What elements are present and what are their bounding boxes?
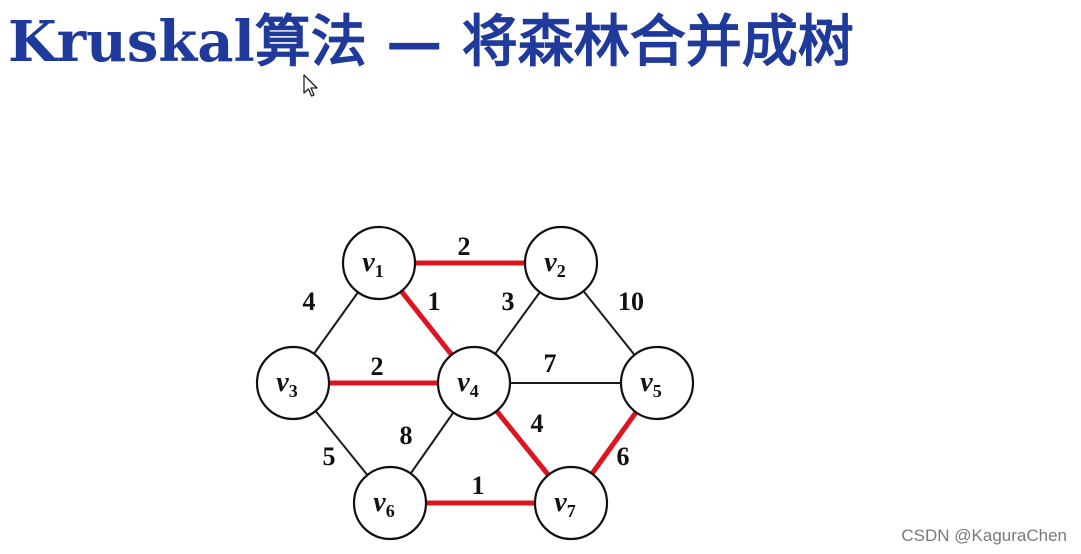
edges-layer xyxy=(313,260,639,506)
node-label-v3: v3 xyxy=(276,367,297,401)
node-v4: v4 xyxy=(436,345,512,421)
node-label-v4: v4 xyxy=(457,367,478,401)
node-v5: v5 xyxy=(619,345,695,421)
node-label-v7: v7 xyxy=(554,487,575,521)
node-circle-v7 xyxy=(533,465,609,541)
edge-weight-v1-v3: 4 xyxy=(303,287,316,316)
edge-weight-v1-v2: 2 xyxy=(458,232,471,261)
node-letter: v xyxy=(373,487,386,518)
node-subscript: 6 xyxy=(386,501,395,521)
edge-weight-v4-v5: 7 xyxy=(544,349,557,378)
node-letter: v xyxy=(554,487,567,518)
edge-v5-v7-tree xyxy=(589,410,639,476)
node-label-v5: v5 xyxy=(640,367,661,401)
node-letter: v xyxy=(640,367,653,398)
edge-v4-v7-tree xyxy=(494,409,551,477)
edge-weight-v6-v7: 1 xyxy=(472,471,485,500)
node-letter: v xyxy=(362,247,375,278)
edge-weight-v3-v6: 5 xyxy=(323,442,336,471)
node-v1: v1 xyxy=(341,225,417,301)
edge-v2-v4 xyxy=(494,291,541,355)
edge-v1-v3 xyxy=(313,291,359,355)
edge-weight-v1-v4: 1 xyxy=(428,287,441,316)
edge-v1-v4-tree xyxy=(399,289,454,357)
node-v3: v3 xyxy=(255,345,331,421)
node-label-v1: v1 xyxy=(362,247,383,281)
node-subscript: 5 xyxy=(653,381,662,401)
edge-v3-v6 xyxy=(314,410,369,476)
node-letter: v xyxy=(276,367,289,398)
node-circle-v5 xyxy=(619,345,695,421)
node-subscript: 2 xyxy=(557,261,566,281)
node-subscript: 7 xyxy=(567,501,576,521)
edge-weight-v5-v7: 6 xyxy=(617,442,630,471)
edge-v4-v6 xyxy=(409,411,455,475)
edge-weight-v3-v4: 2 xyxy=(371,352,384,381)
node-letter: v xyxy=(457,367,470,398)
node-label-v2: v2 xyxy=(544,247,565,281)
node-circle-v3 xyxy=(255,345,331,421)
node-subscript: 4 xyxy=(470,381,479,401)
watermark: CSDN @KaguraChen xyxy=(901,526,1067,545)
edge-weight-v2-v5: 10 xyxy=(618,287,644,316)
edge-v2-v5 xyxy=(582,290,636,356)
node-circle-v4 xyxy=(436,345,512,421)
node-circle-v6 xyxy=(352,465,428,541)
node-v2: v2 xyxy=(523,225,599,301)
slide-title: Kruskal算法 — 将森林合并成树 xyxy=(8,9,854,75)
node-subscript: 3 xyxy=(289,381,298,401)
node-letter: v xyxy=(544,247,557,278)
node-subscript: 1 xyxy=(375,261,384,281)
mouse-pointer-icon xyxy=(303,74,318,97)
node-v7: v7 xyxy=(533,465,609,541)
node-label-v6: v6 xyxy=(373,487,394,521)
node-v6: v6 xyxy=(352,465,428,541)
edge-weight-v2-v4: 3 xyxy=(502,287,515,316)
node-circle-v1 xyxy=(341,225,417,301)
edge-weight-v4-v6: 8 xyxy=(400,421,413,450)
edge-weights-layer: 2 4 1 3 10 2 7 5 8 4 6 1 xyxy=(303,232,645,500)
node-circle-v2 xyxy=(523,225,599,301)
edge-weight-v4-v7: 4 xyxy=(531,409,544,438)
